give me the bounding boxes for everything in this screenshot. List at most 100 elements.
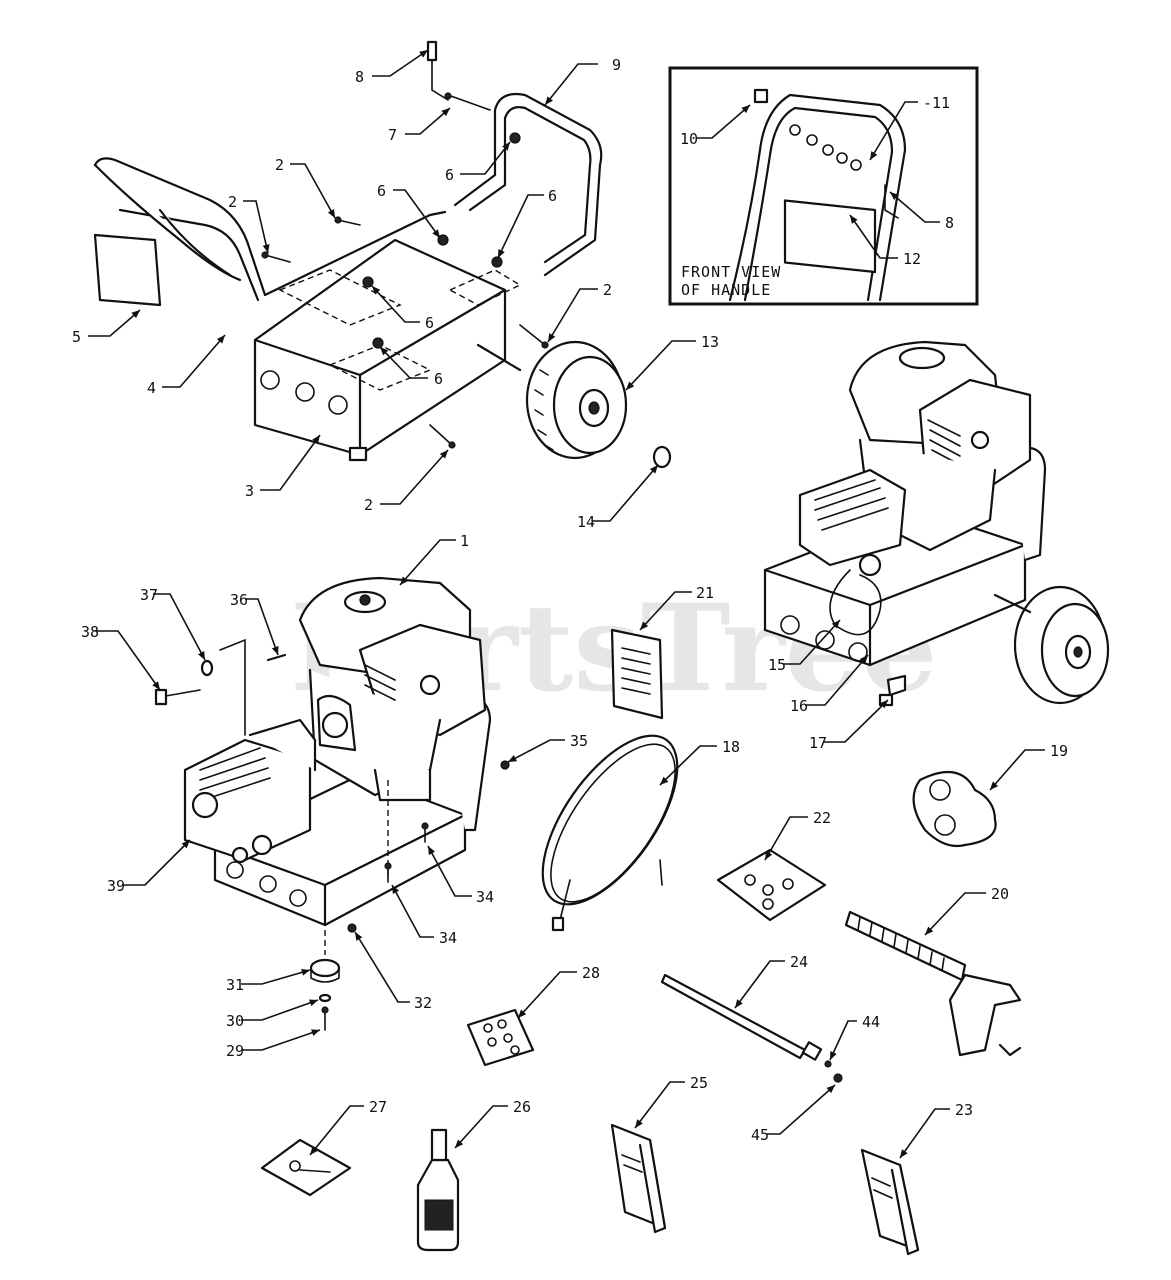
callout-label: -11 xyxy=(923,94,950,112)
callout-6: 6 xyxy=(377,182,441,239)
callout-leader-line xyxy=(122,839,191,886)
callout-label: 18 xyxy=(722,738,740,756)
callout-label: 26 xyxy=(513,1098,531,1116)
callout-leader-line xyxy=(393,189,441,239)
callout-32: 32 xyxy=(354,931,432,1012)
callout-29: 29 xyxy=(226,1029,321,1060)
callout-arrowhead xyxy=(327,209,335,218)
oil-bottle-26 xyxy=(416,1128,460,1252)
callout-arrowhead xyxy=(309,999,318,1007)
callout-6: 6 xyxy=(371,285,434,332)
callout-leader-line xyxy=(245,598,279,656)
callout-label: 14 xyxy=(577,513,595,531)
callout-label: 2 xyxy=(228,193,237,211)
callout-label: 29 xyxy=(226,1042,244,1060)
callout-arrowhead xyxy=(850,215,858,224)
callout-6: 6 xyxy=(445,141,511,184)
callout-label: 28 xyxy=(582,964,600,982)
callout-label: 37 xyxy=(140,586,158,604)
callout-arrowhead xyxy=(502,142,510,151)
inset-caption-line1: FRONT VIEW xyxy=(681,263,781,281)
callout-arrowhead xyxy=(392,885,400,894)
callout-36: 36 xyxy=(230,591,279,656)
callout-35: 35 xyxy=(507,732,588,763)
callout-28: 28 xyxy=(517,964,600,1019)
callout-22: 22 xyxy=(764,809,831,861)
callout-label: 8 xyxy=(355,68,364,86)
callout-2: 2 xyxy=(547,281,612,343)
callout-9: 9 xyxy=(544,56,621,106)
callout-leader-line xyxy=(697,104,751,139)
callout-leader-line xyxy=(96,630,161,691)
callout-4: 4 xyxy=(147,334,226,397)
callout-leader-line xyxy=(924,892,986,936)
callout-leader-line xyxy=(243,200,269,254)
assembled-pressure-washer xyxy=(763,340,1110,707)
spray-gun-20 xyxy=(844,910,1022,1057)
callout-2: 2 xyxy=(364,449,449,514)
callout-leader-line xyxy=(805,654,869,706)
callout-11: -11 xyxy=(869,94,950,161)
callout-label: 23 xyxy=(955,1101,973,1119)
callout-leader-line xyxy=(889,191,940,223)
nozzle-45 xyxy=(833,1073,843,1083)
callout-label: 36 xyxy=(230,591,248,609)
callout-leader-line xyxy=(734,960,785,1009)
callout-arrowhead xyxy=(216,335,225,344)
callout-leader-line xyxy=(241,1029,321,1051)
callout-label: 45 xyxy=(751,1126,769,1144)
inset-caption-line2: OF HANDLE xyxy=(681,281,771,299)
callout-24: 24 xyxy=(734,953,808,1009)
callout-30: 30 xyxy=(226,999,319,1030)
callout-arrowhead xyxy=(311,1029,320,1037)
callout-2: 2 xyxy=(228,193,270,254)
callout-label: 25 xyxy=(690,1074,708,1092)
callout-label: 9 xyxy=(612,56,621,74)
callout-37: 37 xyxy=(140,586,206,661)
o-ring-kit-19 xyxy=(912,770,997,848)
callout-label: 5 xyxy=(72,328,81,346)
callout-14: 14 xyxy=(577,464,659,531)
callout-arrowhead xyxy=(198,651,205,660)
callout-label: 20 xyxy=(991,885,1009,903)
callout-label: 34 xyxy=(476,888,494,906)
callout-8: 8 xyxy=(889,191,954,232)
callout-leader-line xyxy=(309,1105,364,1156)
callout-leader-line xyxy=(153,593,206,661)
callout-label: 2 xyxy=(603,281,612,299)
callout-leader-line xyxy=(454,1105,508,1149)
callout-label: 30 xyxy=(226,1012,244,1030)
callout-leader-line xyxy=(372,49,429,77)
callout-31: 31 xyxy=(226,968,311,994)
callout-label: 6 xyxy=(377,182,386,200)
callout-leader-line xyxy=(634,1081,685,1129)
callout-leader-line xyxy=(829,1020,857,1061)
callout-leader-line xyxy=(783,619,841,665)
callout-19: 19 xyxy=(989,742,1068,791)
callout-leader-line xyxy=(824,699,889,743)
front-view-inset: FRONT VIEW OF HANDLE xyxy=(668,66,979,306)
callout-leader-line xyxy=(625,340,696,391)
callout-arrowhead xyxy=(830,1051,837,1060)
callout-arrowhead xyxy=(271,646,279,655)
callout-38: 38 xyxy=(81,623,161,691)
dipstick-card-27 xyxy=(260,1138,352,1197)
callout-27: 27 xyxy=(309,1098,387,1156)
callout-arrowhead xyxy=(455,1139,464,1148)
callout-arrowhead xyxy=(432,229,440,238)
callout-leader-line xyxy=(639,591,692,631)
callout-13: 13 xyxy=(625,333,719,391)
owners-manual-25 xyxy=(610,1123,667,1234)
callout-arrowhead xyxy=(765,851,773,860)
callout-leader-line xyxy=(544,63,598,106)
callout-arrowhead xyxy=(428,846,436,855)
callout-leader-line xyxy=(517,971,577,1019)
callout-label: 2 xyxy=(364,496,373,514)
callout-arrowhead xyxy=(441,108,450,117)
callout-leader-line xyxy=(290,163,336,219)
callout-label: 7 xyxy=(388,126,397,144)
callout-label: 13 xyxy=(701,333,719,351)
callout-arrowhead xyxy=(508,755,517,762)
